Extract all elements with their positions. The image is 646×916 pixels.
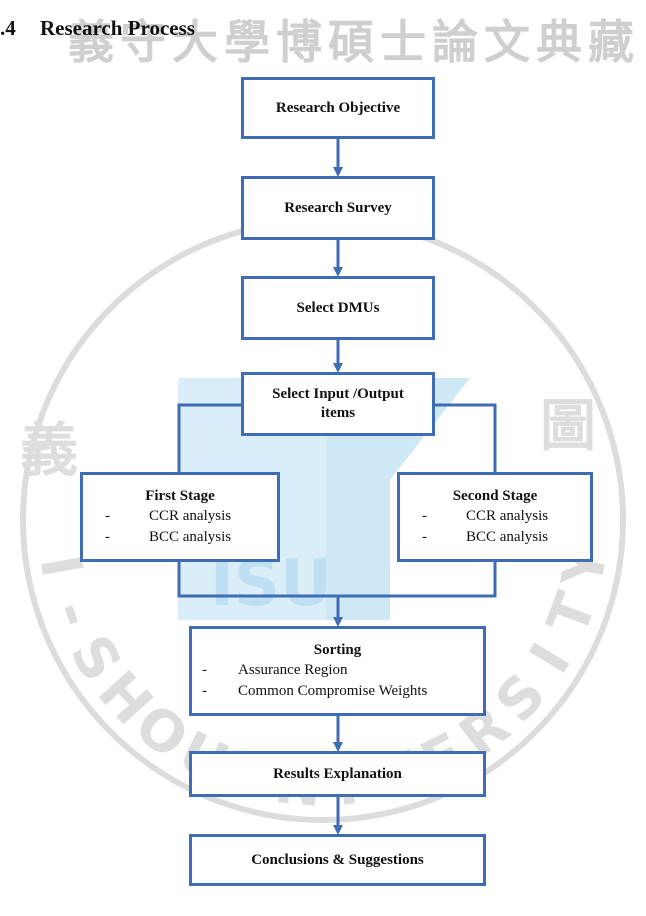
- step-research-survey: Research Survey: [241, 176, 435, 240]
- step-select-dmus: Select DMUs: [241, 276, 435, 340]
- list-marker: -: [202, 683, 207, 699]
- step-title: Sorting: [313, 642, 362, 658]
- section-number: .4: [0, 16, 16, 40]
- list-marker: -: [422, 529, 427, 545]
- step-sorting: Sorting - Assurance Region - Common Compro…: [189, 626, 486, 716]
- list-item-text: CCR analysis: [149, 508, 232, 524]
- list-item: - Assurance Region: [202, 660, 483, 681]
- step-title: Results Explanation: [273, 765, 402, 782]
- list-marker: -: [105, 508, 110, 524]
- list-item-text: Common Compromise Weights: [238, 683, 428, 699]
- list-item-text: BCC analysis: [149, 529, 232, 545]
- step-title: Conclusions & Suggestions: [251, 851, 424, 868]
- step-title: Second Stage: [452, 488, 538, 504]
- list-marker: -: [202, 662, 207, 678]
- step-select-input-output: Select Input /Output items: [241, 372, 435, 436]
- section-heading: .4 Research Process: [0, 16, 195, 41]
- step-item-list: - CCR analysis - BCC analysis: [83, 506, 277, 548]
- step-first-stage: First Stage - CCR analysis - BCC analysis: [80, 472, 280, 562]
- list-item: - CCR analysis: [422, 506, 590, 527]
- step-results-explanation: Results Explanation: [189, 751, 486, 797]
- step-title: Research Objective: [275, 99, 401, 116]
- list-item-text: CCR analysis: [466, 508, 549, 524]
- watermark-logo-right-block: [326, 378, 470, 620]
- list-marker: -: [105, 529, 110, 545]
- list-item-text: BCC analysis: [466, 529, 549, 545]
- list-item-text: Assurance Region: [238, 662, 348, 678]
- list-item: - Common Compromise Weights: [202, 681, 483, 702]
- watermark-seal-left-char: 義: [20, 416, 78, 484]
- section-title: Research Process: [40, 16, 195, 40]
- watermark-university-name: 義守大學博碩士論文典藏: [68, 15, 640, 66]
- step-item-list: - CCR analysis - BCC analysis: [400, 506, 590, 548]
- list-item: - CCR analysis: [105, 506, 277, 527]
- watermark-seal-right-char: 圖: [540, 394, 596, 459]
- list-item: - BCC analysis: [422, 527, 590, 548]
- step-item-list: - Assurance Region - Common Compromise Wei…: [192, 660, 483, 702]
- connector-merge: [177, 562, 497, 598]
- list-marker: -: [422, 508, 427, 524]
- step-second-stage: Second Stage - CCR analysis - BCC analysis: [397, 472, 593, 562]
- step-title: Research Survey: [284, 199, 392, 216]
- step-title: Select Input /Output items: [272, 386, 404, 421]
- step-conclusions-suggestions: Conclusions & Suggestions: [189, 834, 486, 886]
- step-title: First Stage: [145, 488, 215, 504]
- step-title: Select DMUs: [296, 299, 380, 316]
- step-research-objective: Research Objective: [241, 77, 435, 139]
- list-item: - BCC analysis: [105, 527, 277, 548]
